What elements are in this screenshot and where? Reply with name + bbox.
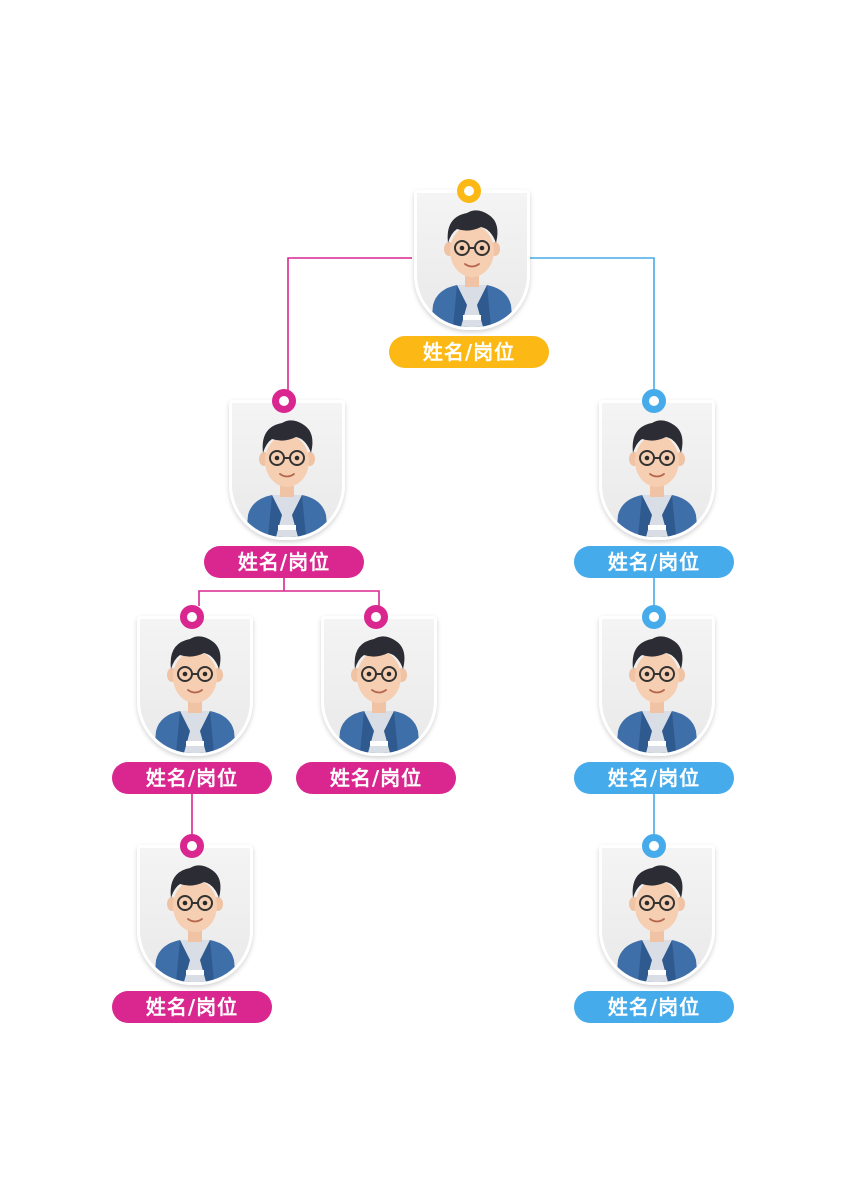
- cartoon-boy-avatar-icon: [616, 420, 698, 537]
- cartoon-boy-avatar-icon: [246, 420, 328, 537]
- node-dot: [642, 605, 666, 629]
- node-label: 姓名/岗位: [389, 336, 549, 368]
- cartoon-boy-avatar-icon: [338, 636, 420, 753]
- org-node-root: 姓名/岗位: [389, 179, 549, 382]
- node-label: 姓名/岗位: [574, 762, 734, 794]
- node-label: 姓名/岗位: [112, 991, 272, 1023]
- node-dot: [642, 834, 666, 858]
- avatar-card: [414, 190, 530, 330]
- node-dot: [272, 389, 296, 413]
- node-dot: [364, 605, 388, 629]
- org-node-left-1: 姓名/岗位: [204, 389, 364, 592]
- node-label: 姓名/岗位: [112, 762, 272, 794]
- org-node-left-2a: 姓名/岗位: [112, 605, 272, 808]
- org-node-left-2b: 姓名/岗位: [296, 605, 456, 808]
- node-dot: [457, 179, 481, 203]
- cartoon-boy-avatar-icon: [616, 865, 698, 982]
- cartoon-boy-avatar-icon: [154, 636, 236, 753]
- cartoon-boy-avatar-icon: [431, 210, 513, 327]
- avatar-card: [137, 845, 253, 985]
- org-node-right-1: 姓名/岗位: [574, 389, 734, 592]
- node-dot: [642, 389, 666, 413]
- connector-left1-branch: [198, 590, 380, 606]
- node-label: 姓名/岗位: [574, 546, 734, 578]
- cartoon-boy-avatar-icon: [154, 865, 236, 982]
- node-dot: [180, 605, 204, 629]
- node-dot: [180, 834, 204, 858]
- node-label: 姓名/岗位: [296, 762, 456, 794]
- org-node-right-3: 姓名/岗位: [574, 834, 734, 1037]
- node-label: 姓名/岗位: [204, 546, 364, 578]
- org-node-left-3: 姓名/岗位: [112, 834, 272, 1037]
- avatar-card: [599, 845, 715, 985]
- avatar-card: [599, 400, 715, 540]
- avatar-card: [599, 616, 715, 756]
- avatar-card: [321, 616, 437, 756]
- node-label: 姓名/岗位: [574, 991, 734, 1023]
- avatar-card: [229, 400, 345, 540]
- connector-root-right: [524, 257, 655, 390]
- avatar-card: [137, 616, 253, 756]
- org-node-right-2: 姓名/岗位: [574, 605, 734, 808]
- connector-root-left: [287, 257, 412, 390]
- cartoon-boy-avatar-icon: [616, 636, 698, 753]
